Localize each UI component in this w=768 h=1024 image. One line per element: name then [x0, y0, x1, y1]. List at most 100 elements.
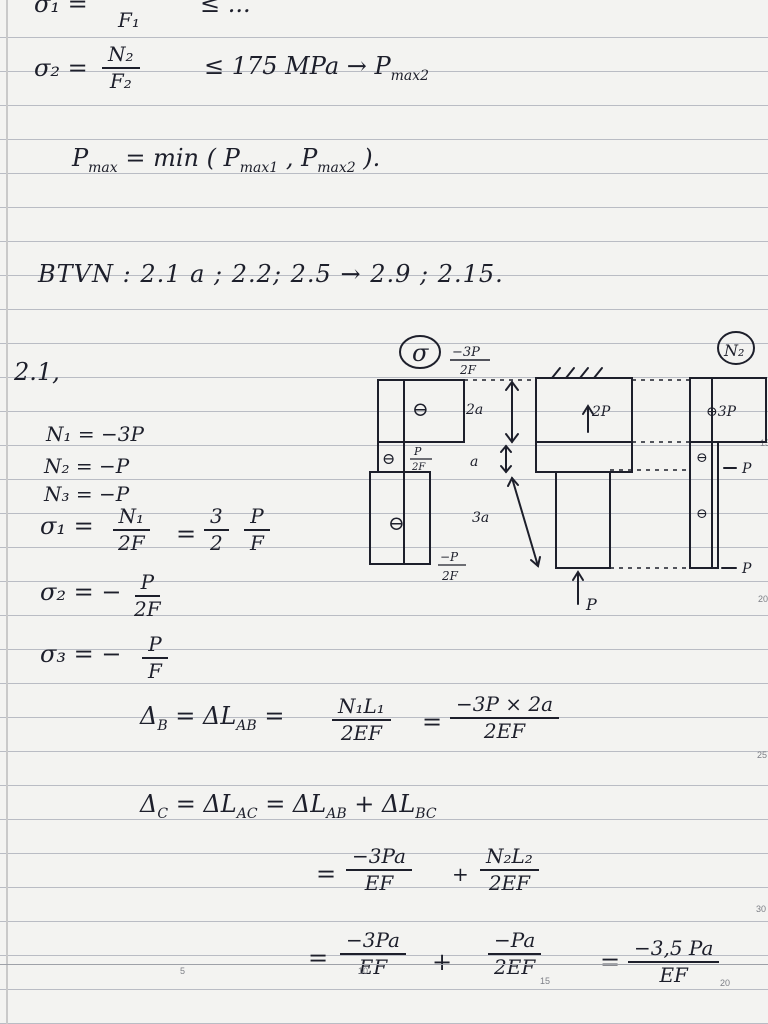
ruler-number: 15 — [540, 976, 551, 986]
sigma1-num1: N₁ — [112, 506, 151, 531]
delta-b-mid: = ΔL — [175, 702, 237, 730]
n-mid-right: P — [741, 461, 752, 477]
delta-c2-frac1: −3Pa EF — [346, 846, 412, 894]
sigma1-frac3: P F — [244, 506, 270, 554]
sigma-block-bottom — [369, 471, 431, 565]
dim-arrowhead — [507, 476, 519, 487]
ruler-number: 30 — [756, 904, 767, 914]
force-n1: N₁ = −3P — [46, 422, 144, 446]
ruler-number: 20 — [758, 594, 768, 604]
dim-arrowhead — [505, 380, 519, 391]
sigma2-den: F₂ — [109, 69, 132, 93]
sigma2-rest-sub: max2 — [390, 67, 430, 84]
sigma3-frac: P F — [142, 634, 168, 682]
bar-force-bottom: P — [585, 595, 597, 614]
sigma-sign-top: ⊖ — [412, 397, 429, 421]
delta-c3-frac2: −Pa 2EF — [488, 930, 542, 979]
top-sigma-den: 2F — [459, 363, 477, 377]
delta-c2-num2: N₂L₂ — [480, 846, 539, 871]
support-hatch — [565, 367, 575, 379]
delta-c3-den1: EF — [358, 955, 388, 979]
btvn-line: BTVN : 2.1 a ; 2.2; 2.5 → 2.9 ; 2.15. — [38, 260, 504, 288]
ruler-line — [0, 964, 768, 965]
delta-c3-frac1: −3Pa EF — [340, 930, 406, 978]
sigma2-fraction: N₂ F₂ — [102, 44, 140, 92]
top-sigma-num: −3P — [452, 345, 480, 360]
sigma-sign-mid: ⊖ — [382, 449, 395, 468]
top-equation-lhs: σ₁ = — [34, 0, 88, 18]
delta-c3-num1: −3Pa — [340, 930, 406, 955]
sigma3-lhs: σ₃ = − — [40, 640, 122, 668]
delta-c2-num1: −3Pa — [346, 846, 412, 871]
ruler-number: 20 — [720, 978, 731, 988]
problem-label: 2.1, — [14, 358, 60, 386]
delta-c-sub: C — [157, 805, 169, 822]
length-bottom: 3a — [472, 510, 489, 526]
delta-b-symbol: Δ — [140, 702, 158, 730]
delta-c-line: ΔC = ΔLAC = ΔLAB + ΔLBC — [140, 792, 437, 821]
sigma2b-lhs: σ₂ = − — [40, 578, 122, 606]
sigma2b-frac: P 2F — [128, 572, 167, 620]
support-hatch — [551, 367, 561, 379]
delta-c-mid: = ΔL — [175, 790, 237, 818]
arrowhead — [572, 570, 584, 581]
delta-c-symbol: Δ — [140, 790, 158, 818]
delta-c3-num2: −Pa — [488, 930, 542, 955]
n-sign-mid: ⊖ — [696, 450, 708, 466]
delta-c3-eq2: = — [600, 948, 621, 976]
sigma1-den3: F — [250, 531, 264, 555]
n-circle — [717, 331, 755, 365]
sigma1-frac2: 3 2 — [204, 506, 229, 554]
bot-sigma-den: 2F — [441, 569, 459, 583]
sigma2b-num: P — [134, 572, 161, 597]
n-top-value: ⊖3P — [706, 404, 737, 420]
sigma-block-top — [377, 379, 465, 443]
delta-c-mid-sub: AC — [236, 805, 258, 822]
sigma2-num: N₂ — [102, 44, 140, 69]
sigma1-num2: 3 — [204, 506, 229, 531]
sigma1-eq: = — [176, 520, 197, 548]
pmax-sub1: max1 — [239, 159, 279, 176]
pmax-end: ). — [363, 144, 381, 172]
force-n2: N₂ = −P — [44, 454, 130, 478]
sigma2-rest-text: ≤ 175 MPa → P — [204, 52, 391, 80]
delta-c3-plus: + — [432, 948, 453, 976]
support-hatch — [593, 367, 603, 379]
sigma1-den1: 2F — [118, 531, 145, 555]
bot-sigma-num: −P — [440, 550, 459, 564]
delta-b-eq2: = — [422, 708, 443, 736]
pmax-lhs: P — [72, 144, 89, 172]
dim-arrow-bottom — [511, 477, 539, 567]
delta-b-frac2: −3P × 2a 2EF — [450, 694, 560, 742]
sigma1-lhs: σ₁ = — [40, 512, 94, 540]
delta-b-lhs: ΔB = ΔLAB = — [140, 704, 284, 733]
dim-arrowhead — [505, 433, 519, 444]
sigma1-num3: P — [244, 506, 270, 531]
delta-c3-den3: EF — [659, 963, 688, 987]
sigma3-den: F — [148, 659, 162, 683]
delta-c2-den2: 2EF — [488, 871, 531, 895]
sigma2b-den: 2F — [134, 597, 161, 621]
delta-b-frac1: N₁L₁ 2EF — [332, 696, 391, 744]
delta-c3-den2: 2EF — [494, 955, 536, 979]
length-top: 2a — [465, 402, 483, 418]
delta-c2-eq: = — [316, 860, 337, 888]
bar-force-top: 2P — [591, 404, 611, 420]
delta-c-plus: + ΔL — [354, 790, 416, 818]
delta-c2-plus: + — [452, 862, 469, 886]
sigma-label: σ — [412, 339, 429, 367]
pmax-sub2: max2 — [317, 159, 356, 176]
delta-b-num2: −3P × 2a — [450, 694, 560, 719]
delta-c3-frac3: −3,5 Pa EF — [628, 938, 720, 987]
bar-lower — [555, 471, 611, 569]
mid-sigma-den: 2F — [411, 462, 426, 473]
ruler-number: 10 — [358, 966, 369, 976]
dim-arrowhead — [530, 556, 541, 568]
pmax-lhs-sub: max — [88, 159, 118, 176]
delta-c-rhs-sub: AB — [326, 805, 347, 822]
delta-c2-den1: EF — [364, 871, 394, 895]
notebook-margin — [6, 0, 8, 1024]
n-block-top — [689, 377, 767, 443]
